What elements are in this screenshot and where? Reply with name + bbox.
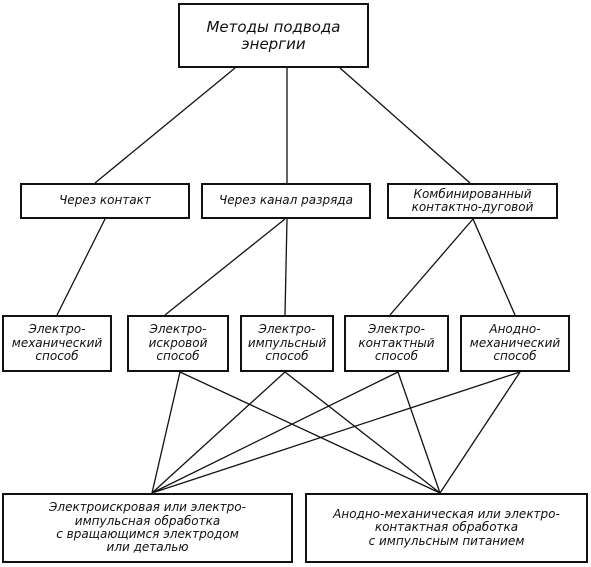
edge-discharge-electropulse bbox=[284, 218, 288, 316]
node-via-discharge-channel: Через канал разряда bbox=[201, 183, 371, 219]
node-combined-contact-arc: Комбинированный контактно-дуговой bbox=[387, 183, 558, 219]
edge-contact-electromech bbox=[56, 218, 106, 316]
edge-anodemech-rotating bbox=[151, 371, 521, 494]
node-rotating-electrode-processing: Электроискровая или электро- импульсная … bbox=[2, 493, 293, 563]
edge-combined-anodemech bbox=[472, 218, 516, 316]
node-electromechanical: Электро- механический способ bbox=[2, 315, 112, 372]
edge-electrocontact-pulsed bbox=[397, 371, 441, 494]
root-node: Методы подвода энергии bbox=[178, 3, 369, 68]
node-via-contact: Через контакт bbox=[20, 183, 190, 219]
node-electropulse: Электро- импульсный способ bbox=[240, 315, 334, 372]
edge-root-contact bbox=[94, 67, 236, 184]
edge-combined-electrocontact bbox=[389, 218, 474, 316]
node-electrocontact: Электро- контактный способ bbox=[344, 315, 449, 372]
edge-discharge-electrospark bbox=[164, 218, 286, 316]
edge-electrospark-pulsed bbox=[179, 371, 441, 494]
node-anode-mechanical: Анодно- механический способ bbox=[460, 315, 570, 372]
edge-electrospark-rotating bbox=[151, 371, 181, 494]
edge-electrocontact-rotating bbox=[151, 371, 399, 494]
edge-anodemech-pulsed bbox=[439, 371, 521, 494]
edge-root-combined bbox=[339, 67, 471, 184]
node-pulsed-supply-processing: Анодно-механическая или электро- контакт… bbox=[305, 493, 588, 563]
node-electrospark: Электро- искровой способ bbox=[127, 315, 229, 372]
edge-electropulse-pulsed bbox=[284, 371, 441, 494]
edge-electropulse-rotating bbox=[151, 371, 286, 494]
